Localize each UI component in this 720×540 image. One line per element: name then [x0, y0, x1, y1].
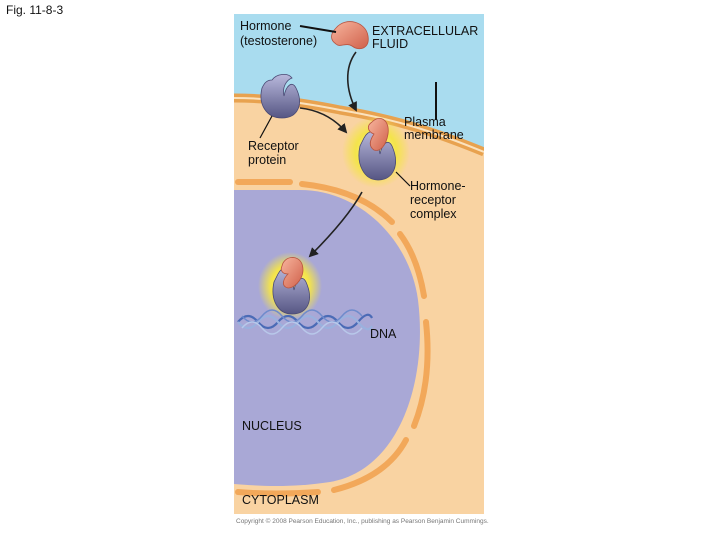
receptor-protein-label: Receptor protein [248, 139, 302, 167]
nucleus-label: NUCLEUS [242, 419, 302, 433]
arrow-receptor-to-complex [299, 107, 348, 134]
nuclear-complex [258, 252, 322, 320]
complex-leader-line [395, 171, 411, 187]
extracellular-fluid-region [234, 14, 484, 150]
dna-label: DNA [370, 327, 397, 341]
extracellular-fluid-label: EXTRACELLULAR FLUID [372, 24, 482, 51]
copyright-notice: Copyright © 2008 Pearson Education, Inc.… [236, 518, 489, 525]
arrow-hormone-to-complex [346, 51, 357, 112]
hormone-leader-line [299, 25, 337, 33]
hormone-label: Hormone (testosterone) [240, 19, 317, 48]
free-receptor-protein [260, 74, 300, 119]
dna-helix [237, 309, 373, 335]
free-hormone [331, 21, 369, 50]
arrow-complex-to-nucleus [308, 191, 363, 258]
receptor-leader-line [259, 115, 273, 139]
cytoplasm-label: CYTOPLASM [242, 493, 319, 507]
plasma-membrane-label: Plasma membrane [404, 115, 464, 142]
hormone-receptor-complex [342, 116, 410, 188]
hormone-receptor-complex-label: Hormone- receptor complex [410, 179, 469, 221]
figure-label: Fig. 11-8-3 [6, 3, 64, 17]
nuclear-envelope [235, 179, 431, 497]
